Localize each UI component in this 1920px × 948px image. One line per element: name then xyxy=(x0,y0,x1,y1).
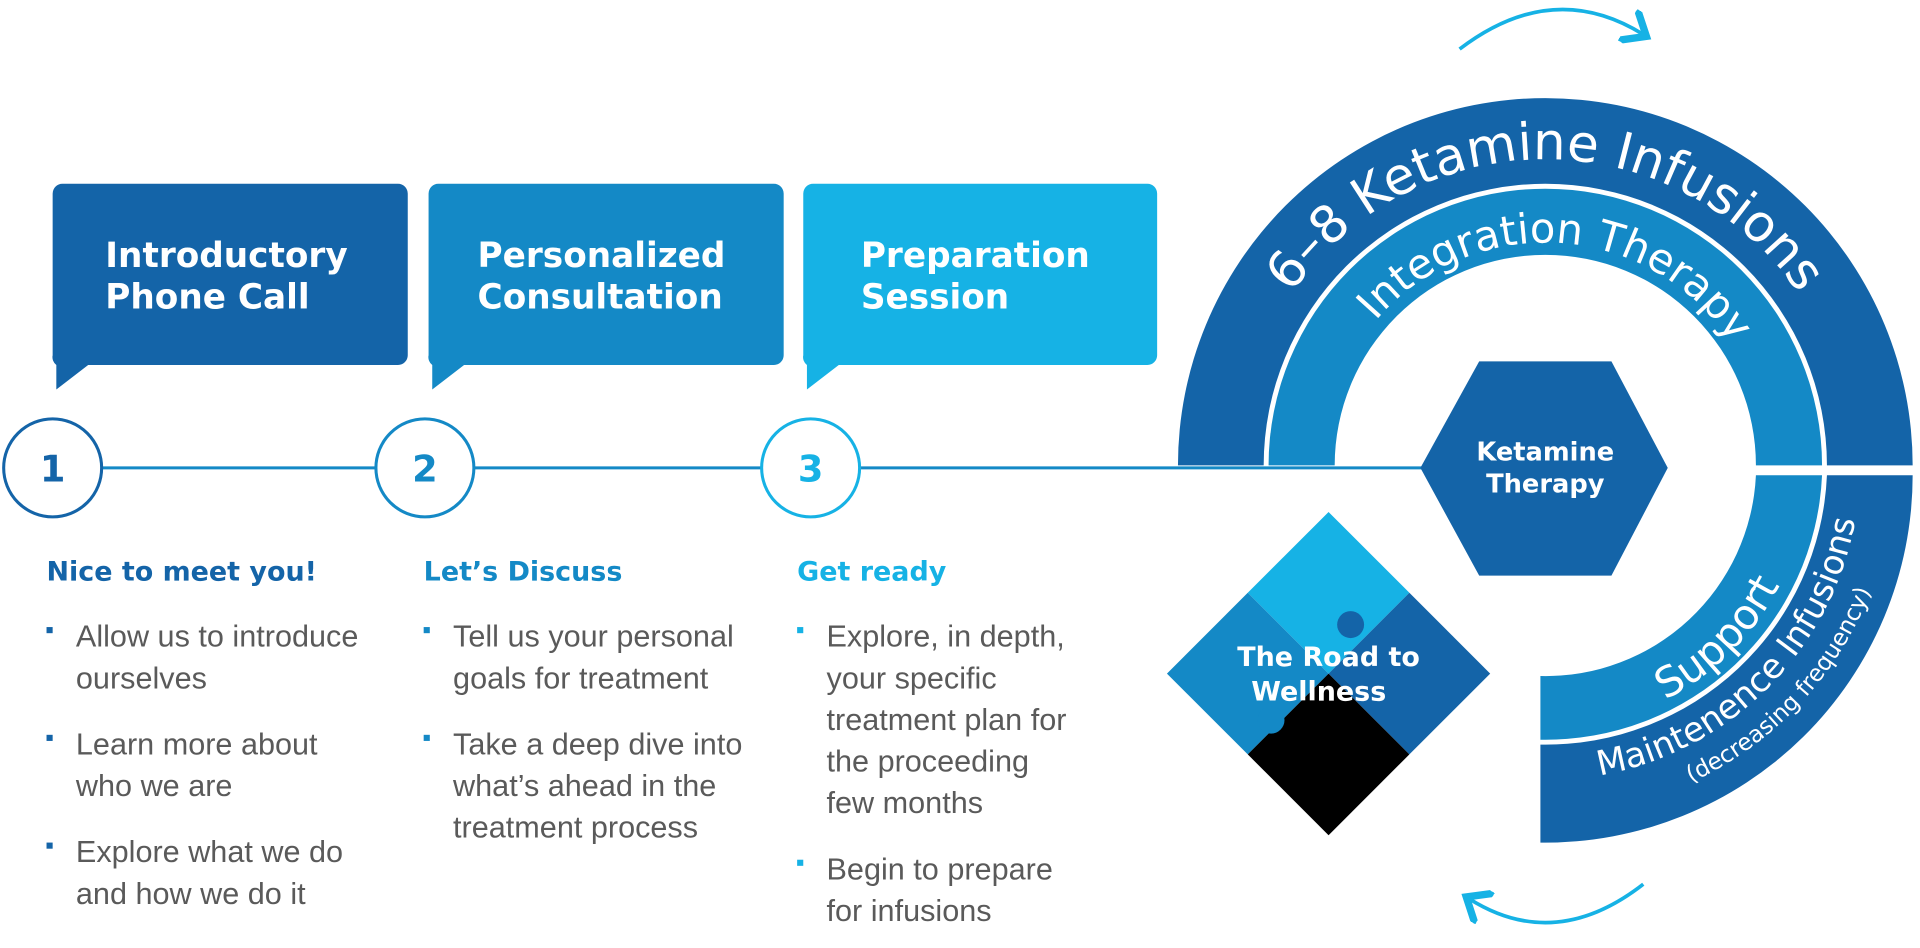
step-3-title-line2: Session xyxy=(861,278,1009,318)
center-hexagon: Ketamine Therapy xyxy=(1420,361,1668,576)
step-3-bubble: Preparation Session xyxy=(803,183,1158,390)
step-3-number: 3 xyxy=(798,447,824,490)
bullet-text: ourselves xyxy=(76,661,207,695)
step-3-number-circle: 3 xyxy=(760,417,862,519)
puzzle-label-line2: Wellness xyxy=(1251,677,1386,708)
cycle-arrow-top-icon xyxy=(1458,7,1644,51)
step-2-number: 2 xyxy=(412,447,438,490)
bullet-marker xyxy=(423,627,430,634)
treatment-cycle: 6–8 Ketamine Infusions Integration Thera… xyxy=(1166,7,1913,925)
bullet-text: Tell us your personal xyxy=(453,620,734,654)
bullet-text: Explore, in depth, xyxy=(827,620,1065,654)
step-2-title-line2: Consultation xyxy=(478,278,723,318)
maintenance-ring xyxy=(1540,475,1913,843)
bullet-text: what’s ahead in the xyxy=(452,769,716,803)
bullet-text: treatment process xyxy=(453,811,698,845)
step-2-heading: Let’s Discuss xyxy=(424,557,623,588)
bullet-text: and how we do it xyxy=(76,877,306,911)
step-2-title-line1: Personalized xyxy=(478,236,726,276)
center-label-line1: Ketamine xyxy=(1476,438,1614,468)
step-3-heading: Get ready xyxy=(797,557,947,588)
bullet-marker xyxy=(46,734,53,741)
step-2-number-circle: 2 xyxy=(374,417,476,519)
cycle-arrow-bottom-icon xyxy=(1469,882,1645,925)
inner-ring-top xyxy=(1268,188,1823,466)
bullet-text: goals for treatment xyxy=(453,661,709,695)
bullet-text: few months xyxy=(827,786,984,820)
bullet-text: for infusions xyxy=(827,894,992,928)
step-1-number: 1 xyxy=(40,447,66,490)
bullet-text: Explore what we do xyxy=(76,835,343,869)
step-1-bubble: Introductory Phone Call xyxy=(52,183,408,390)
outer-ring-top xyxy=(1177,98,1913,466)
bullet-text: treatment plan for xyxy=(827,703,1067,737)
support-ring xyxy=(1540,475,1823,740)
step-2-bubble: Personalized Consultation xyxy=(428,183,784,390)
bullet-marker xyxy=(797,859,804,866)
center-label-line2: Therapy xyxy=(1486,469,1605,499)
step-3-title-line1: Preparation xyxy=(861,236,1090,276)
bullet-text: your specific xyxy=(827,661,997,695)
bullet-text: who we are xyxy=(75,769,233,803)
step-1-title-line1: Introductory xyxy=(105,236,347,276)
puzzle-diamond: The Road to Wellness xyxy=(1166,511,1491,836)
bullet-marker xyxy=(46,627,53,634)
bullet-marker xyxy=(797,627,804,634)
bullet-text: Allow us to introduce xyxy=(76,620,358,654)
bullet-text: Take a deep dive into xyxy=(453,727,742,761)
step-1-number-circle: 1 xyxy=(2,417,104,519)
step-1-heading: Nice to meet you! xyxy=(47,557,317,588)
bullet-text: Begin to prepare xyxy=(827,852,1053,886)
bullet-text: Learn more about xyxy=(76,727,318,761)
puzzle-label-line1: The Road to xyxy=(1237,642,1420,673)
bullet-marker xyxy=(423,734,430,741)
bullet-marker xyxy=(46,842,53,849)
bullet-text: the proceeding xyxy=(827,745,1030,779)
step-1-title-line2: Phone Call xyxy=(105,278,309,318)
